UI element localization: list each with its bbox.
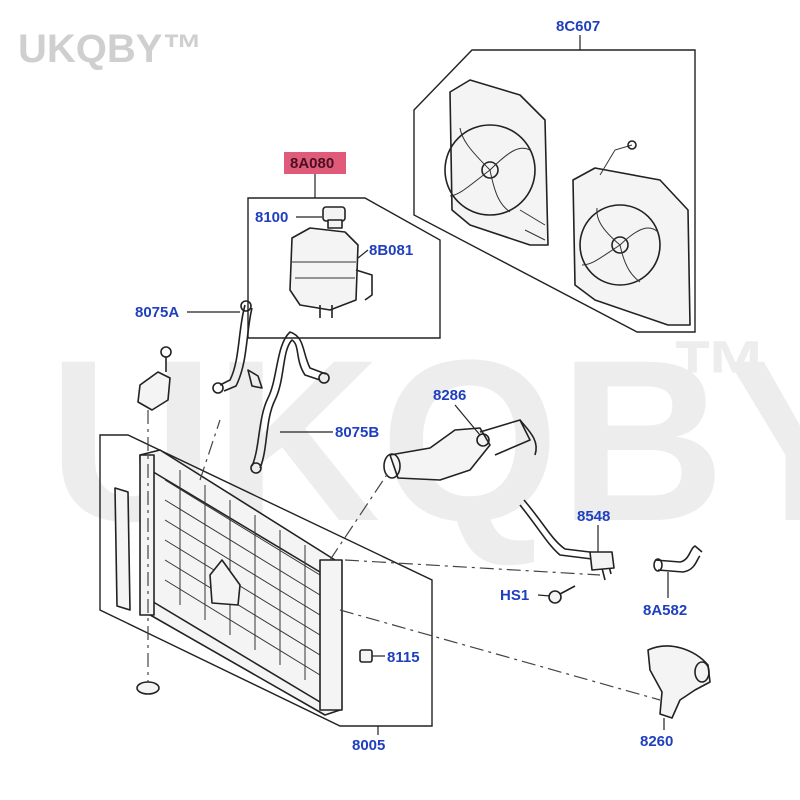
radiator[interactable]	[114, 449, 343, 716]
outlet-hose[interactable]	[653, 545, 703, 573]
label-8260[interactable]: 8260	[640, 733, 673, 750]
label-8548[interactable]: 8548	[577, 508, 610, 525]
hose-8075B[interactable]	[247, 331, 330, 474]
label-8286[interactable]: 8286	[433, 387, 466, 404]
label-8115[interactable]: 8115	[387, 649, 420, 666]
radiator-box	[99, 434, 433, 727]
lower-hose[interactable]	[647, 645, 711, 719]
hose-8075A[interactable]	[212, 300, 253, 394]
fan-shroud-front	[444, 79, 549, 246]
drain-plug[interactable]	[359, 649, 373, 663]
fan-assembly-box	[413, 49, 696, 333]
radiator-bracket	[137, 346, 172, 411]
align-line-3	[339, 609, 661, 701]
label-8C607[interactable]: 8C607	[556, 18, 600, 35]
align-line-4	[344, 559, 601, 576]
thermostat-leader	[454, 404, 481, 436]
reservoir-assembly-box	[247, 197, 441, 339]
watermark-corner: UKQBY™	[18, 27, 202, 71]
fan-assembly-group[interactable]	[413, 35, 696, 333]
bypass-tube[interactable]	[519, 499, 615, 581]
bolt-leader	[537, 594, 551, 597]
radiator-mount	[136, 410, 160, 695]
highlight-8A080	[284, 152, 346, 174]
label-8100[interactable]: 8100	[255, 209, 288, 226]
watermark-big-tm: ™	[670, 320, 770, 432]
align-line-2	[199, 419, 221, 481]
label-8075A[interactable]: 8075A	[135, 304, 179, 321]
reservoir-hose-leader	[357, 249, 369, 259]
align-line-1	[329, 469, 391, 561]
label-8075B[interactable]: 8075B	[335, 424, 379, 441]
bolt[interactable]	[548, 585, 576, 604]
thermostat-housing[interactable]	[383, 419, 537, 481]
label-HS1[interactable]: HS1	[500, 587, 529, 604]
fan-shroud-rear	[572, 140, 691, 326]
coolant-reservoir[interactable]	[289, 206, 373, 318]
label-8A080[interactable]: 8A080	[290, 155, 334, 172]
label-8005[interactable]: 8005	[352, 737, 385, 754]
label-8B081[interactable]: 8B081	[369, 242, 413, 259]
label-8A582[interactable]: 8A582	[643, 602, 687, 619]
